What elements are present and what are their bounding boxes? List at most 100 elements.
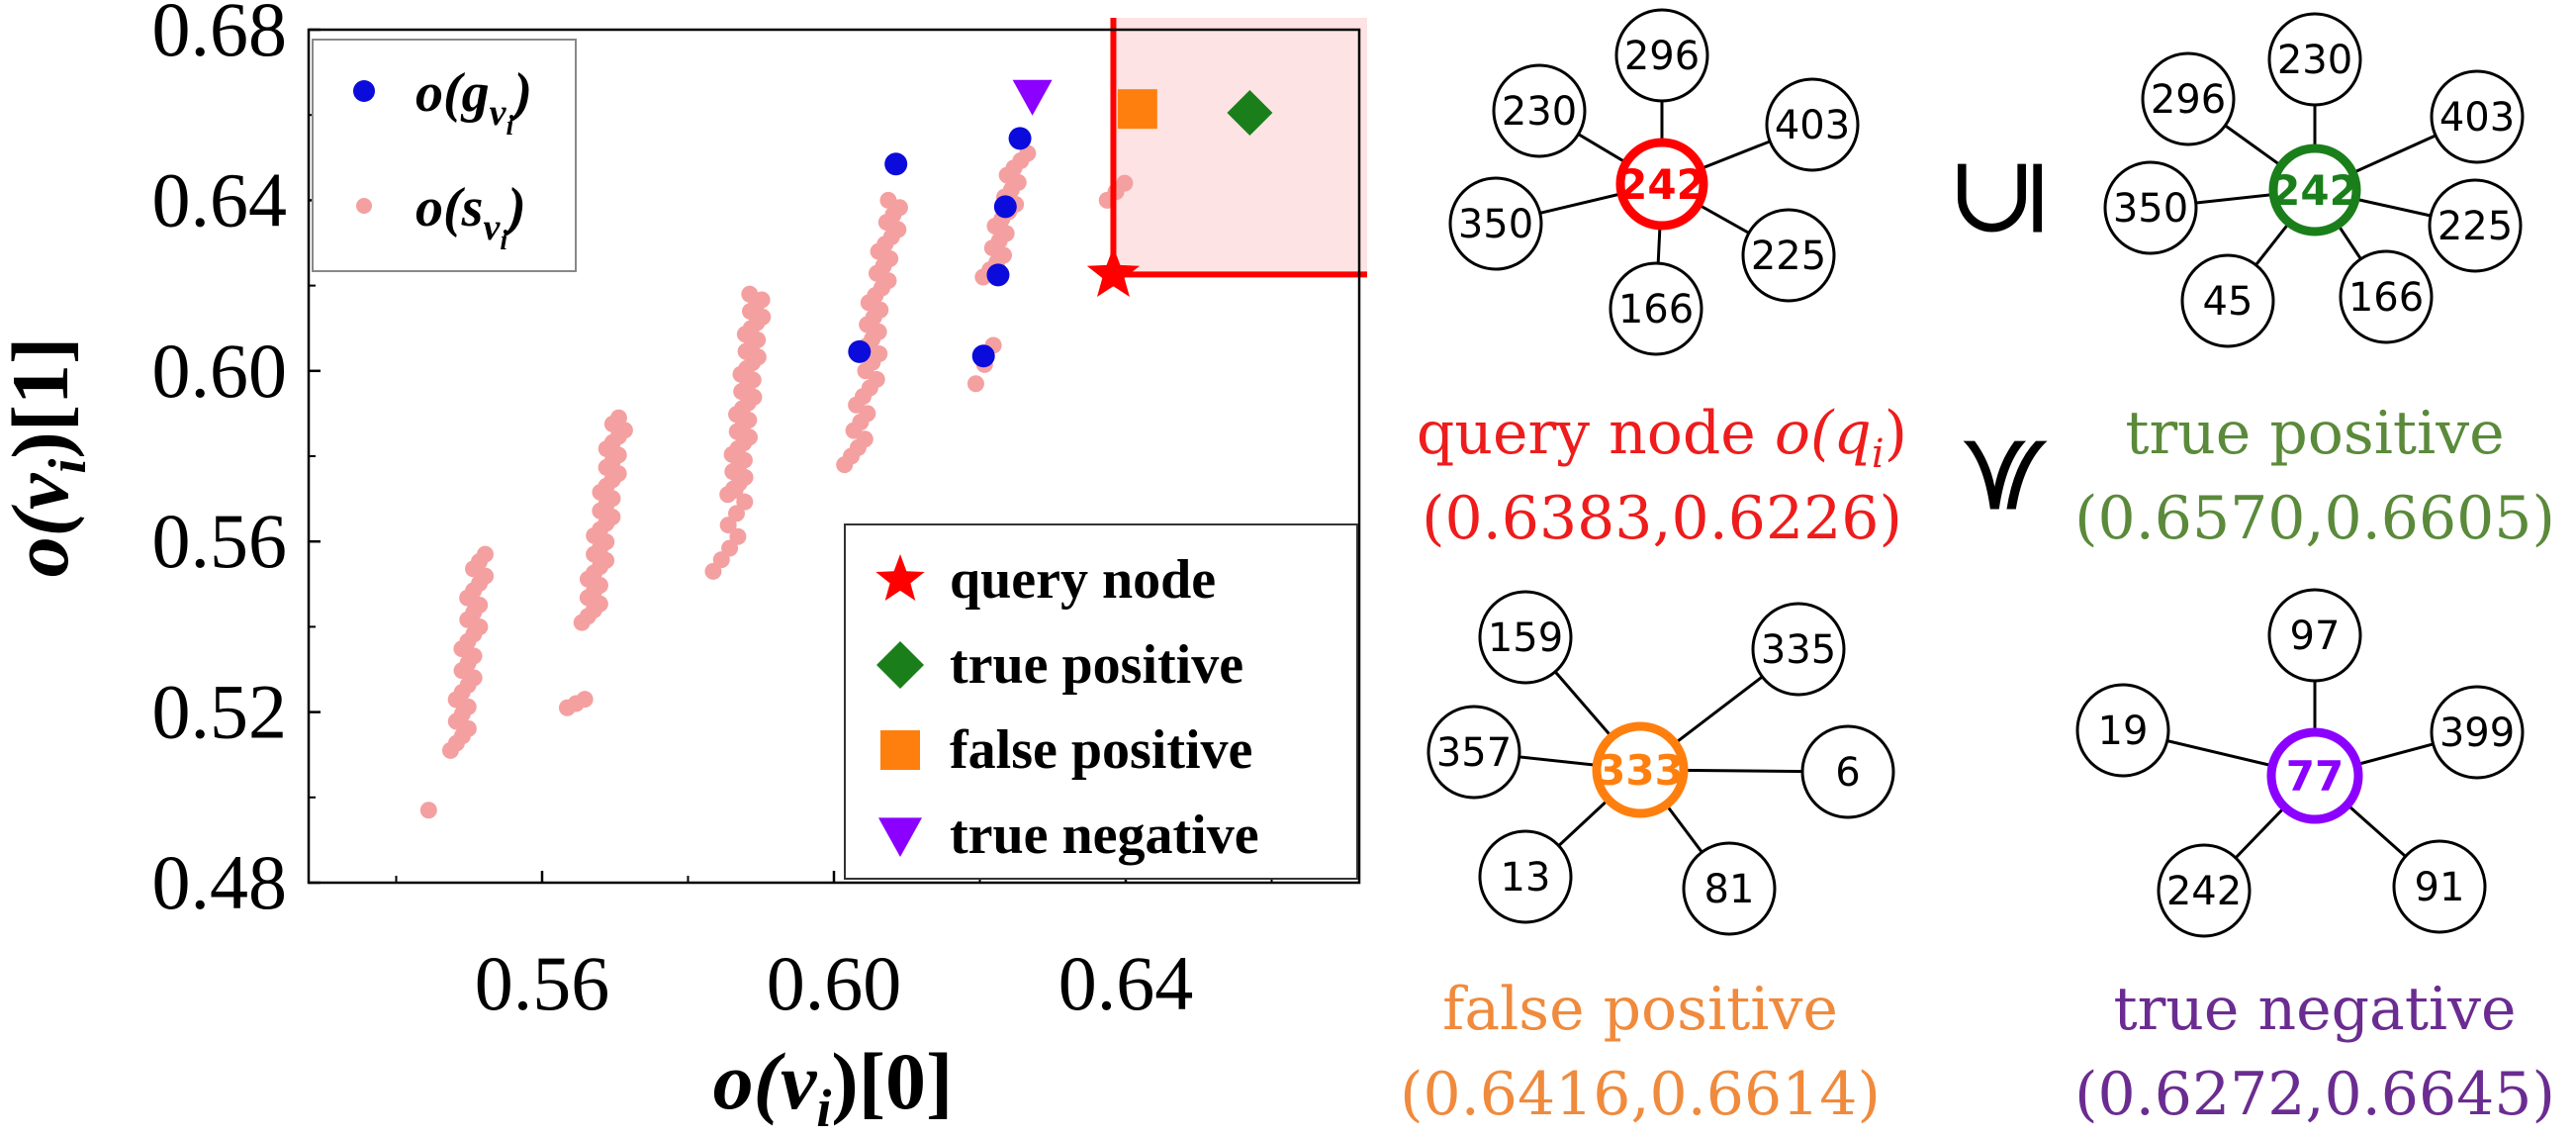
query-marker (1086, 246, 1141, 297)
neighbor-node-label: 350 (2113, 186, 2188, 232)
neighbor-node-label: 97 (2290, 614, 2341, 659)
caption-query-title-close: ) (1885, 399, 1907, 468)
legend-g-marker (353, 80, 375, 102)
neighbor-node-label: 159 (1488, 616, 1563, 661)
g-point (1008, 127, 1032, 150)
g-point (986, 263, 1010, 287)
caption-false-positive: false positive (0.6416,0.6614) (1400, 975, 1881, 1129)
neighbor-node (2430, 685, 2525, 780)
caption-query-values: (0.6383,0.6226) (1422, 484, 1902, 553)
s-point (1116, 174, 1134, 192)
neighbor-node-label: 45 (2203, 279, 2254, 325)
legend-true-negative-marker (878, 817, 922, 857)
y-axis-title-rest: )[1] (0, 337, 85, 459)
g-point (971, 344, 995, 368)
y-tick-label: 0.64 (152, 156, 288, 242)
caption-query-title-sub: i (1872, 431, 1885, 477)
caption-query-title-math: o(q (1775, 399, 1872, 468)
x-axis-title-sub: i (816, 1079, 831, 1137)
neighbor-node (1741, 208, 1836, 303)
neighbor-node (2339, 249, 2434, 344)
legend-s-label-subsub: i (500, 226, 507, 256)
neighbor-node (1478, 829, 1573, 924)
neighbor-node-label: 225 (2438, 204, 2513, 249)
legend-s-label: o(svi) (415, 177, 526, 256)
legend-true-negative-label: true negative (950, 805, 1259, 866)
caption-true-positive-values: (0.6570,0.6605) (2074, 484, 2555, 553)
neighbor-node-label: 91 (2415, 865, 2465, 910)
caption-query-title-text: query node (1417, 399, 1775, 468)
highlight-markers (1012, 79, 1273, 297)
false-positive-marker (1117, 89, 1157, 130)
neighbor-node-label: 403 (1775, 103, 1850, 148)
y-tick-label: 0.52 (152, 669, 288, 755)
true-negative-marker (1012, 79, 1053, 116)
legend-g-label-subsub: i (506, 111, 514, 142)
legend-triangle-shape (878, 817, 922, 857)
s-point (609, 409, 627, 426)
neighbor-node-label: 19 (2098, 709, 2149, 754)
legend-star-shape (875, 554, 925, 601)
caption-true-negative-values: (0.6272,0.6645) (2074, 1060, 2555, 1129)
center-node (1592, 721, 1689, 818)
s-point (966, 375, 984, 393)
neighbor-node-label: 335 (1761, 627, 1836, 673)
caption-query-title: query node o(qi) (1417, 399, 1907, 477)
g-point (993, 195, 1017, 219)
neighbor-node (2267, 12, 2362, 107)
x-tick-label: 0.60 (767, 940, 902, 1026)
x-axis-title: o(vi)[0] (713, 1036, 954, 1137)
neighbor-node-label: 230 (1502, 89, 1577, 135)
legend-bottom-box (844, 523, 1358, 880)
s-point (741, 285, 759, 303)
y-axis-title: o(vi)[1] (0, 337, 97, 578)
s-point (576, 691, 594, 709)
subset-symbol: ⊆ (1933, 152, 2060, 243)
caption-true-positive: true positive (0.6570,0.6605) (2074, 399, 2555, 553)
y-tick-label: 0.68 (152, 0, 288, 72)
y-tick-label: 0.56 (152, 498, 288, 584)
caption-query: query node o(qi) (0.6383,0.6226) (1417, 399, 1907, 553)
y-axis-title-sub: i (38, 459, 97, 474)
legend-true-positive-label: true positive (950, 634, 1243, 696)
neighbor-node-label: 13 (1501, 855, 1551, 900)
g-point (884, 152, 908, 176)
neighbor-node-label: 6 (1835, 750, 1860, 796)
legend-false-positive-label: false positive (950, 719, 1252, 781)
neighbor-node (1448, 176, 1543, 271)
legend-query-marker (875, 554, 925, 601)
caption-true-negative: true negative (0.6272,0.6645) (2074, 975, 2555, 1129)
legend-g-label-main: o(g (415, 62, 490, 124)
legend-s-label-close: ) (503, 177, 526, 238)
neighbor-node (1682, 841, 1777, 936)
neighbor-node-label: 403 (2439, 95, 2515, 141)
neighbor-node-label: 357 (1436, 730, 1512, 776)
legend-false-positive-marker (880, 730, 920, 770)
legend-g-label-close: ) (508, 62, 532, 124)
caption-true-negative-title: true negative (2113, 975, 2516, 1044)
s-point (736, 493, 754, 511)
y-tick-label: 0.60 (152, 328, 288, 414)
neighbor-node-label: 350 (1458, 202, 1533, 247)
neighbor-node (2075, 683, 2170, 778)
neighbor-node (1478, 590, 1573, 685)
neighbor-node (2157, 843, 2252, 938)
legend-g-label-sub: v (490, 92, 507, 134)
legend-s-marker (356, 198, 372, 214)
s-point (729, 527, 747, 545)
neighbor-node (1765, 77, 1860, 172)
legend-top: o(gvi) o(svi) (312, 39, 577, 272)
center-node-label: 333 (1597, 746, 1684, 795)
y-axis-ticks: 0.480.520.560.600.640.68 (152, 0, 321, 925)
legend-s-label-sub: v (483, 207, 501, 248)
neighbor-node (1426, 705, 1521, 800)
center-node (2266, 727, 2363, 824)
center-node-label: 77 (2286, 752, 2344, 801)
neighbor-node-label: 242 (2166, 869, 2242, 914)
s-point (476, 545, 494, 563)
legend-query-label: query node (950, 549, 1216, 611)
g-points-series (848, 127, 1032, 368)
